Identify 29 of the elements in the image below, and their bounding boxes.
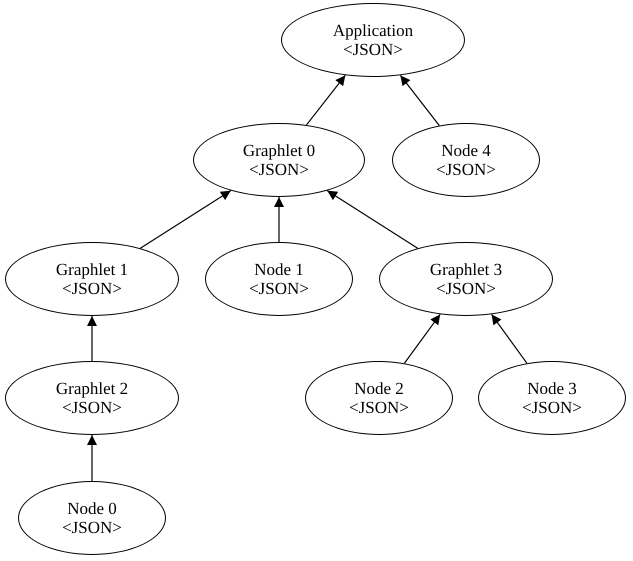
node-label: <JSON> [436, 279, 496, 298]
node-label: Graphlet 1 [56, 260, 128, 279]
node-label: Application [332, 21, 414, 40]
arrow [326, 190, 418, 249]
node-label: <JSON> [349, 398, 409, 417]
node-label: Node 2 [354, 379, 404, 398]
node-label: Graphlet 0 [242, 141, 316, 160]
node-label: Graphlet 3 [430, 260, 502, 279]
arrow [400, 74, 440, 126]
node-label: <JSON> [62, 518, 122, 537]
node-label: Graphlet 2 [56, 379, 128, 398]
arrow [140, 190, 232, 249]
node-label: <JSON> [249, 279, 309, 298]
node-label: <JSON> [436, 160, 496, 179]
arrow [306, 74, 346, 126]
node-label: <JSON> [62, 279, 122, 298]
arrow [491, 314, 528, 364]
arrow [274, 197, 284, 242]
node-label: Node 0 [67, 499, 117, 518]
node-label: <JSON> [343, 40, 403, 59]
arrow [87, 316, 97, 361]
node-label: <JSON> [62, 398, 122, 417]
node-label: <JSON> [522, 398, 582, 417]
arrow [87, 435, 97, 481]
node-label: Node 3 [527, 379, 577, 398]
arrow [404, 314, 441, 364]
node-label: Node 4 [441, 141, 491, 160]
node-label: <JSON> [249, 160, 309, 179]
node-label: Node 1 [254, 260, 304, 279]
